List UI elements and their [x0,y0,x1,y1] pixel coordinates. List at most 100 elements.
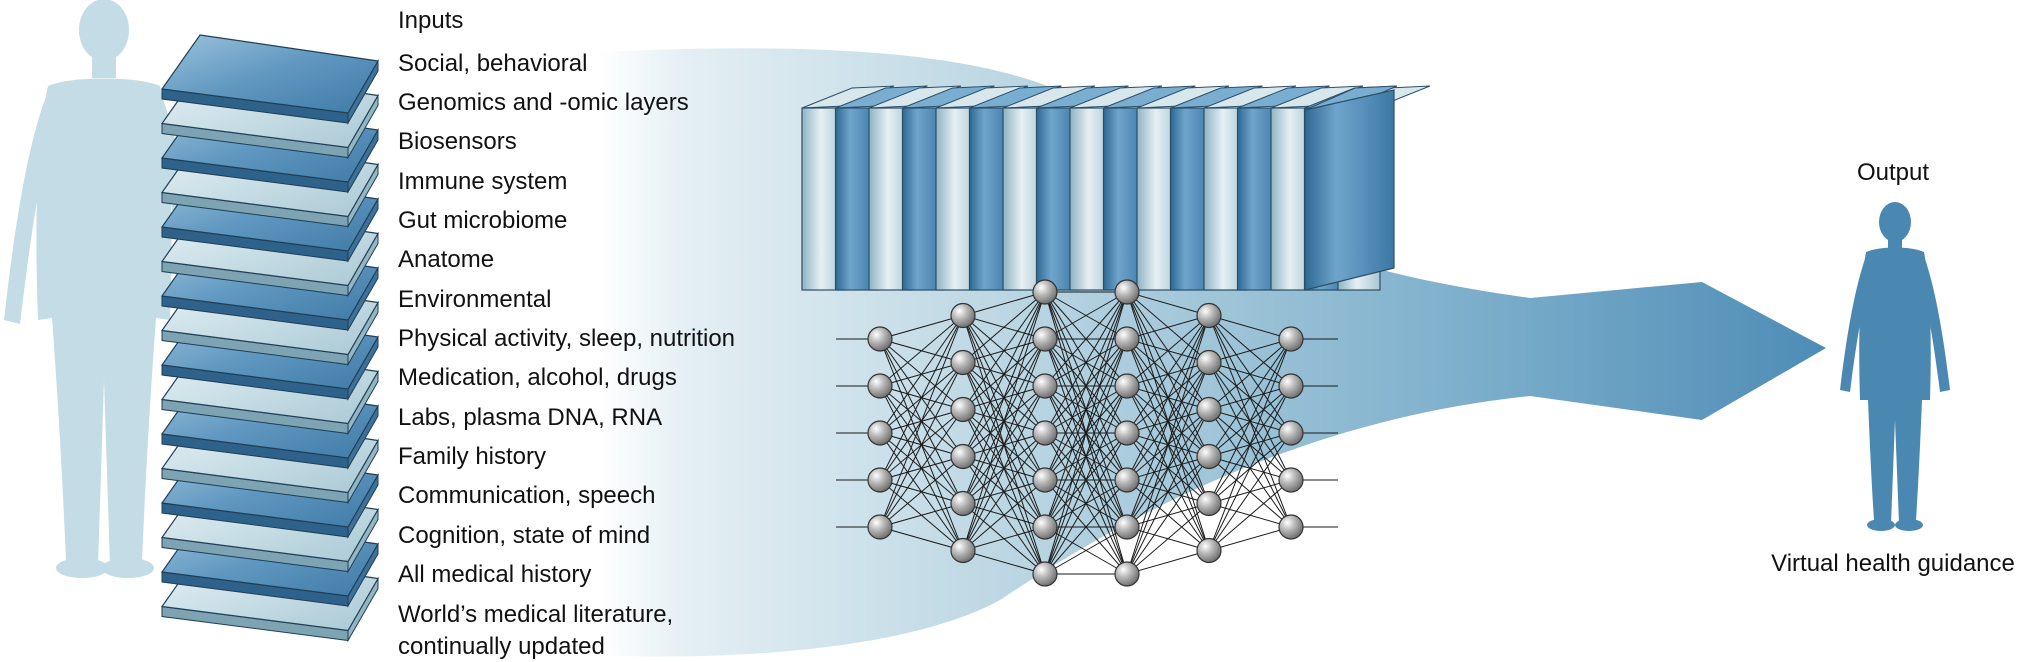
network-edge [962,550,1046,575]
network-edge [1044,291,1128,575]
network-node [950,396,976,423]
network-edge [879,409,964,528]
network-edge [879,315,964,340]
network-edge [1126,409,1210,575]
network-edge [1044,291,1128,481]
input-label: Environmental [398,286,551,313]
input-label: Family history [398,443,546,470]
network-node [1032,373,1058,399]
network-edge [1126,315,1210,434]
network-edge [879,315,964,528]
data-layer-stack [160,34,379,643]
network-node [950,302,976,329]
network-node [1032,467,1058,493]
network-node [950,490,976,517]
network-node [1114,279,1140,305]
data-layer-slab [160,34,379,125]
network-node [1278,373,1304,399]
network-node [950,537,976,564]
network-nodes [867,279,1304,587]
input-label: Social, behavioral [398,50,587,77]
person-silhouette-left [4,0,204,578]
network-edge [962,291,1046,363]
network-edge [1044,338,1128,575]
network-edge [1208,385,1292,551]
input-label: Gut microbiome [398,207,567,234]
network-edge [879,526,964,551]
network-edge [962,338,1046,551]
network-edge [1126,315,1210,575]
output-caption: Virtual health guidance [1771,550,2015,577]
input-label: Genomics and -omic layers [398,89,689,116]
inputs-list: Inputs Social, behavioral Genomics and -… [398,7,735,660]
network-edge [1208,432,1292,551]
network-node [950,349,976,376]
network-node [1196,490,1222,517]
network-edge [1208,338,1292,410]
network-node [1032,326,1058,352]
network-edge [1126,550,1210,575]
network-node [1114,561,1140,587]
network-node [867,420,893,446]
input-label: Immune system [398,168,567,195]
input-label: World’s medical literature, [398,601,673,628]
network-node [1196,443,1222,470]
network-edge [962,432,1046,551]
network-node [1196,349,1222,376]
network-node [1032,279,1058,305]
network-node [1196,302,1222,329]
input-label: Anatome [398,246,494,273]
network-edge [1044,479,1128,575]
feature-map-panels [801,85,1431,291]
network-node [1114,420,1140,446]
network-node [1196,396,1222,423]
network-edge [962,291,1046,504]
network-node [1114,514,1140,540]
network-edge [1044,291,1128,528]
network-node [1278,467,1304,493]
network-edge [879,315,964,434]
network-edge [879,315,964,387]
network-node [1114,326,1140,352]
network-edge [962,291,1046,457]
network-node [1278,514,1304,540]
network-edge [879,315,964,481]
network-edge [1208,338,1292,363]
network-node [1278,420,1304,446]
network-edge [879,362,964,528]
network-node [1032,514,1058,540]
input-label: Medication, alcohol, drugs [398,364,677,391]
network-edge [1126,315,1210,340]
network-edge [1044,291,1128,387]
network-node [867,514,893,540]
network-edge [1208,315,1292,340]
network-edge [1044,432,1128,575]
network-node [1032,561,1058,587]
network-edge [1208,479,1292,551]
input-label: Labs, plasma DNA, RNA [398,404,662,431]
network-edge [879,503,964,528]
input-label: All medical history [398,561,591,588]
network-edge [962,385,1046,551]
network-edge [1126,291,1210,316]
network-node [1278,326,1304,352]
network-edge [1126,315,1210,481]
network-node [867,326,893,352]
network-edge [1208,338,1292,504]
neural-network [836,279,1338,587]
inputs-heading: Inputs [398,7,463,34]
network-edge [1126,456,1210,575]
network-edge [1208,526,1292,551]
network-edge [1126,315,1210,528]
network-edge [1044,291,1128,434]
input-label: Biosensors [398,128,517,155]
network-edge [1126,362,1210,575]
network-edge [962,526,1046,551]
output-heading: Output [1857,159,1929,186]
network-edge [1044,526,1128,575]
input-label: Cognition, state of mind [398,522,650,549]
network-edge [962,291,1046,551]
person-silhouette-right [1840,202,1950,531]
network-edge [879,456,964,528]
